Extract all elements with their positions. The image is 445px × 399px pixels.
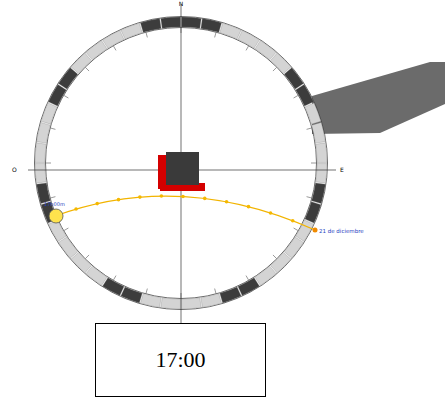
ring-segment — [220, 23, 241, 39]
building-shadow — [312, 62, 445, 134]
ring-segment — [121, 23, 142, 39]
ring-segment — [284, 68, 303, 89]
ring-tick — [246, 276, 249, 280]
ring-segment — [41, 103, 57, 124]
ring-tick — [273, 68, 277, 72]
ring-segment — [86, 266, 107, 285]
sunrise-dot — [313, 228, 318, 233]
ring-segment — [35, 143, 46, 163]
hour-dot — [269, 211, 273, 215]
ring-segment — [182, 298, 202, 309]
sun — [49, 209, 63, 223]
hour-dot — [181, 195, 185, 199]
ring-segment — [71, 252, 91, 272]
ring-tick — [51, 197, 56, 198]
ring-segment — [305, 202, 321, 223]
ring-segment — [37, 183, 51, 204]
hour-dot — [225, 200, 229, 204]
hour-dot — [95, 202, 99, 206]
ring-segment — [201, 294, 222, 308]
ring-tick — [311, 163, 316, 164]
ring-segment — [161, 298, 181, 309]
ring-segment — [220, 287, 241, 303]
hour-dot — [117, 198, 121, 202]
hour-dot — [247, 205, 251, 209]
building — [166, 152, 199, 185]
hour-dot — [138, 195, 142, 199]
ring-segment — [284, 237, 303, 258]
time-box: 17:00 — [95, 323, 266, 397]
ring-segment — [48, 85, 66, 106]
time-label: 17h00m — [44, 202, 65, 207]
hour-dot — [203, 197, 207, 201]
ring-segment — [255, 40, 276, 59]
hour-dot — [74, 207, 78, 211]
ring-tick — [114, 46, 117, 50]
ring-segment — [296, 85, 314, 106]
ring-tick — [215, 33, 216, 38]
ring-segment — [58, 237, 77, 258]
ring-segment — [35, 164, 46, 184]
sun-path — [55, 196, 315, 230]
ring-tick — [146, 289, 147, 294]
ring-segment — [312, 122, 326, 143]
ring-segment — [161, 17, 181, 28]
ring-segment — [270, 53, 290, 73]
ring-segment — [305, 103, 321, 124]
ring-segment — [238, 30, 259, 48]
ring-tick — [215, 289, 216, 294]
ring-segment — [121, 287, 142, 303]
ring-tick — [114, 276, 117, 280]
ring-segment — [270, 252, 290, 272]
compass-label: E — [340, 167, 344, 173]
ring-tick — [146, 33, 147, 38]
ring-segment — [316, 143, 327, 163]
ring-tick — [273, 255, 277, 259]
ring-tick — [46, 163, 51, 164]
ring-tick — [246, 46, 249, 50]
sun-path-dots — [74, 194, 317, 232]
ring-segment — [140, 294, 161, 308]
ring-tick — [294, 96, 298, 99]
compass-label: N — [179, 1, 184, 7]
ring-segment — [201, 19, 222, 33]
ring-tick — [86, 68, 90, 72]
ring-segment — [71, 53, 91, 73]
ring-segment — [103, 278, 124, 296]
ring-tick — [64, 228, 68, 231]
ring-tick — [64, 96, 68, 99]
ring-segment — [103, 30, 124, 48]
ring-tick — [294, 228, 298, 231]
ring-tick — [307, 128, 312, 129]
ring-tick — [86, 255, 90, 259]
ring-segment — [37, 122, 51, 143]
ring-segment — [238, 278, 259, 296]
ring-segment — [312, 183, 326, 204]
compass-label: O — [12, 167, 17, 173]
ring-segment — [182, 17, 202, 28]
hour-dot — [160, 194, 164, 198]
ring-tick — [51, 128, 56, 129]
ring-segment — [255, 266, 276, 285]
ring-tick — [307, 197, 312, 198]
time-text: 17:00 — [155, 347, 205, 373]
date-label: 21 de diciembre — [319, 229, 364, 235]
ring-segment — [140, 19, 161, 33]
ring-segment — [86, 40, 107, 59]
ring-segment — [316, 164, 327, 184]
hour-dot — [291, 219, 295, 223]
ring-segment — [58, 68, 77, 89]
